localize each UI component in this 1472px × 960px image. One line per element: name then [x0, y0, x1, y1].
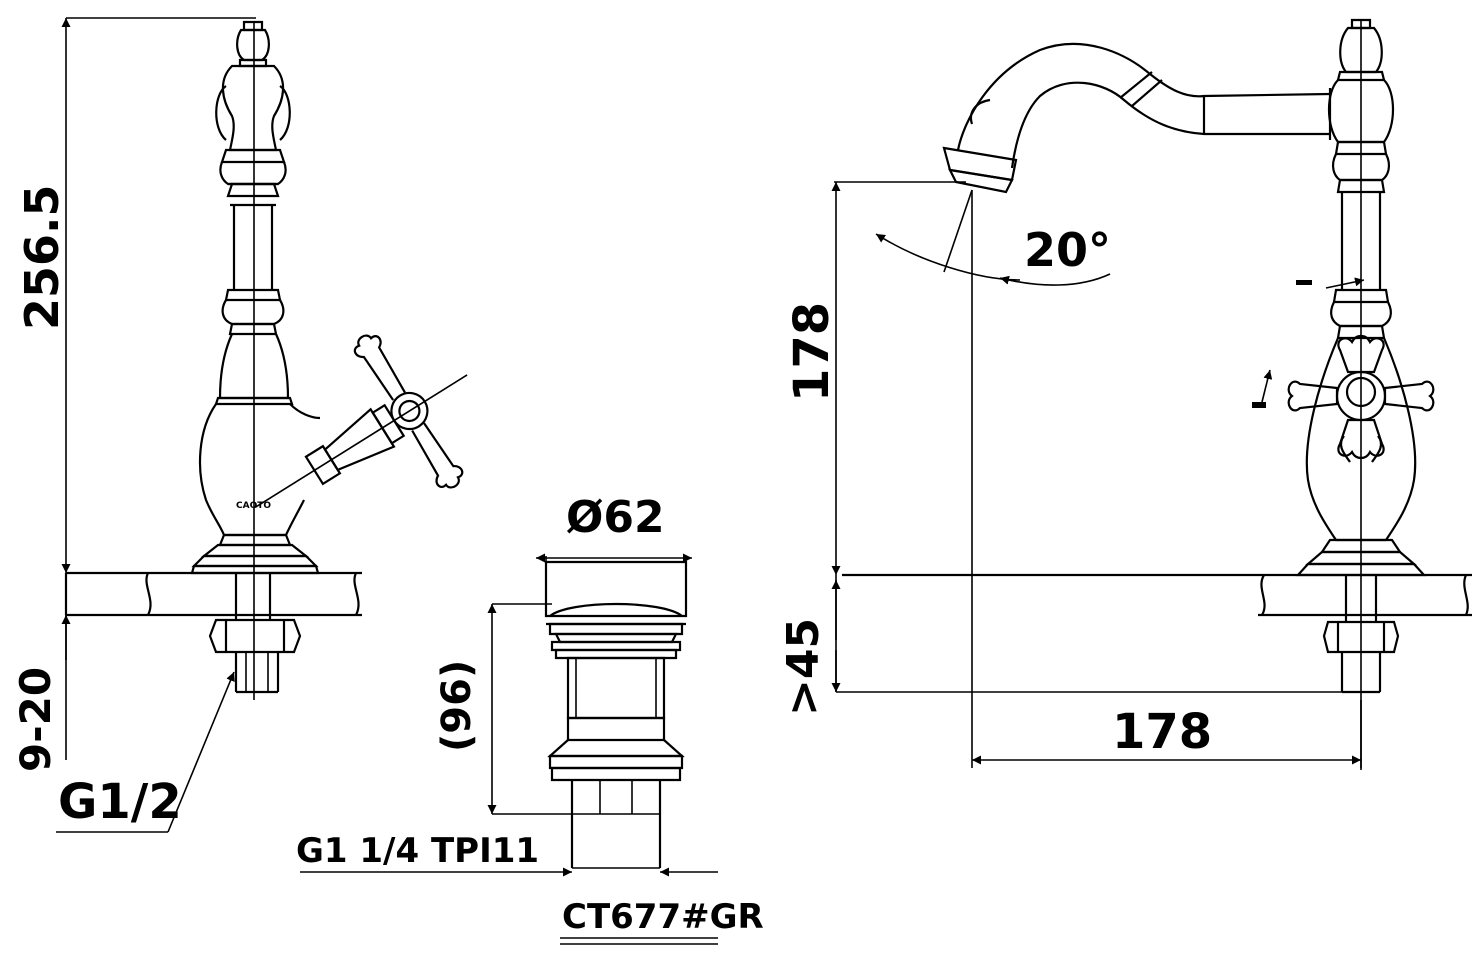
model-code-block: CT677#GR [560, 897, 764, 945]
faucet-base [190, 543, 320, 575]
rotation-indicators [1252, 277, 1365, 408]
dim-drain-diameter: Ø62 [536, 492, 692, 563]
dim-spout-height: 178 [784, 181, 966, 575]
pop-up-drain: Ø62 (96) G1 1/4 TPI11 CT677#GR [296, 492, 764, 945]
model-code: CT677#GR [562, 897, 764, 937]
faucet-finial [236, 20, 270, 68]
swan-neck-spout [942, 42, 1332, 194]
label-thread-range: 9-20 [11, 667, 60, 772]
label-counter-thickness: >45 [778, 618, 829, 716]
dim-counter-thickness: >45 [778, 575, 1362, 716]
top-handle-disk [215, 64, 291, 152]
label-overall-height: 256.5 [15, 184, 69, 330]
label-inlet-thread: G1/2 [58, 774, 182, 830]
dim-thread-range: 9-20 [11, 615, 71, 772]
dim-inlet-thread: G1/2 [56, 671, 235, 833]
front-body [1295, 18, 1427, 770]
dim-overall-height: 256.5 [15, 17, 256, 573]
cross-handle-side [254, 334, 468, 509]
label-drain-height: (96) [434, 660, 480, 752]
label-spout-angle: 20° [1024, 223, 1111, 277]
faucet-belly: CAOTO [198, 396, 321, 547]
cross-handle-front [1287, 334, 1435, 463]
front-view-faucet: 20° 178 >45 178 [778, 18, 1472, 770]
label-drain-diameter: Ø62 [566, 492, 665, 543]
label-spout-reach: 178 [1112, 704, 1212, 760]
dim-spout-angle: 20° [875, 189, 1111, 286]
brand-logo-text: CAOTO [236, 501, 271, 511]
dim-spout-reach: 178 [971, 190, 1362, 768]
faucet-column [218, 22, 290, 700]
label-drain-thread: G1 1/4 TPI11 [296, 831, 539, 871]
dim-drain-height: (96) [434, 603, 572, 815]
shank-left [208, 573, 302, 694]
upper-rings [219, 148, 287, 207]
side-view-faucet: CAOTO [11, 17, 468, 833]
counter-slab-left [64, 571, 362, 617]
dim-drain-thread: G1 1/4 TPI11 [296, 831, 718, 877]
counter-slab-right [842, 573, 1472, 617]
label-spout-height: 178 [784, 302, 840, 402]
